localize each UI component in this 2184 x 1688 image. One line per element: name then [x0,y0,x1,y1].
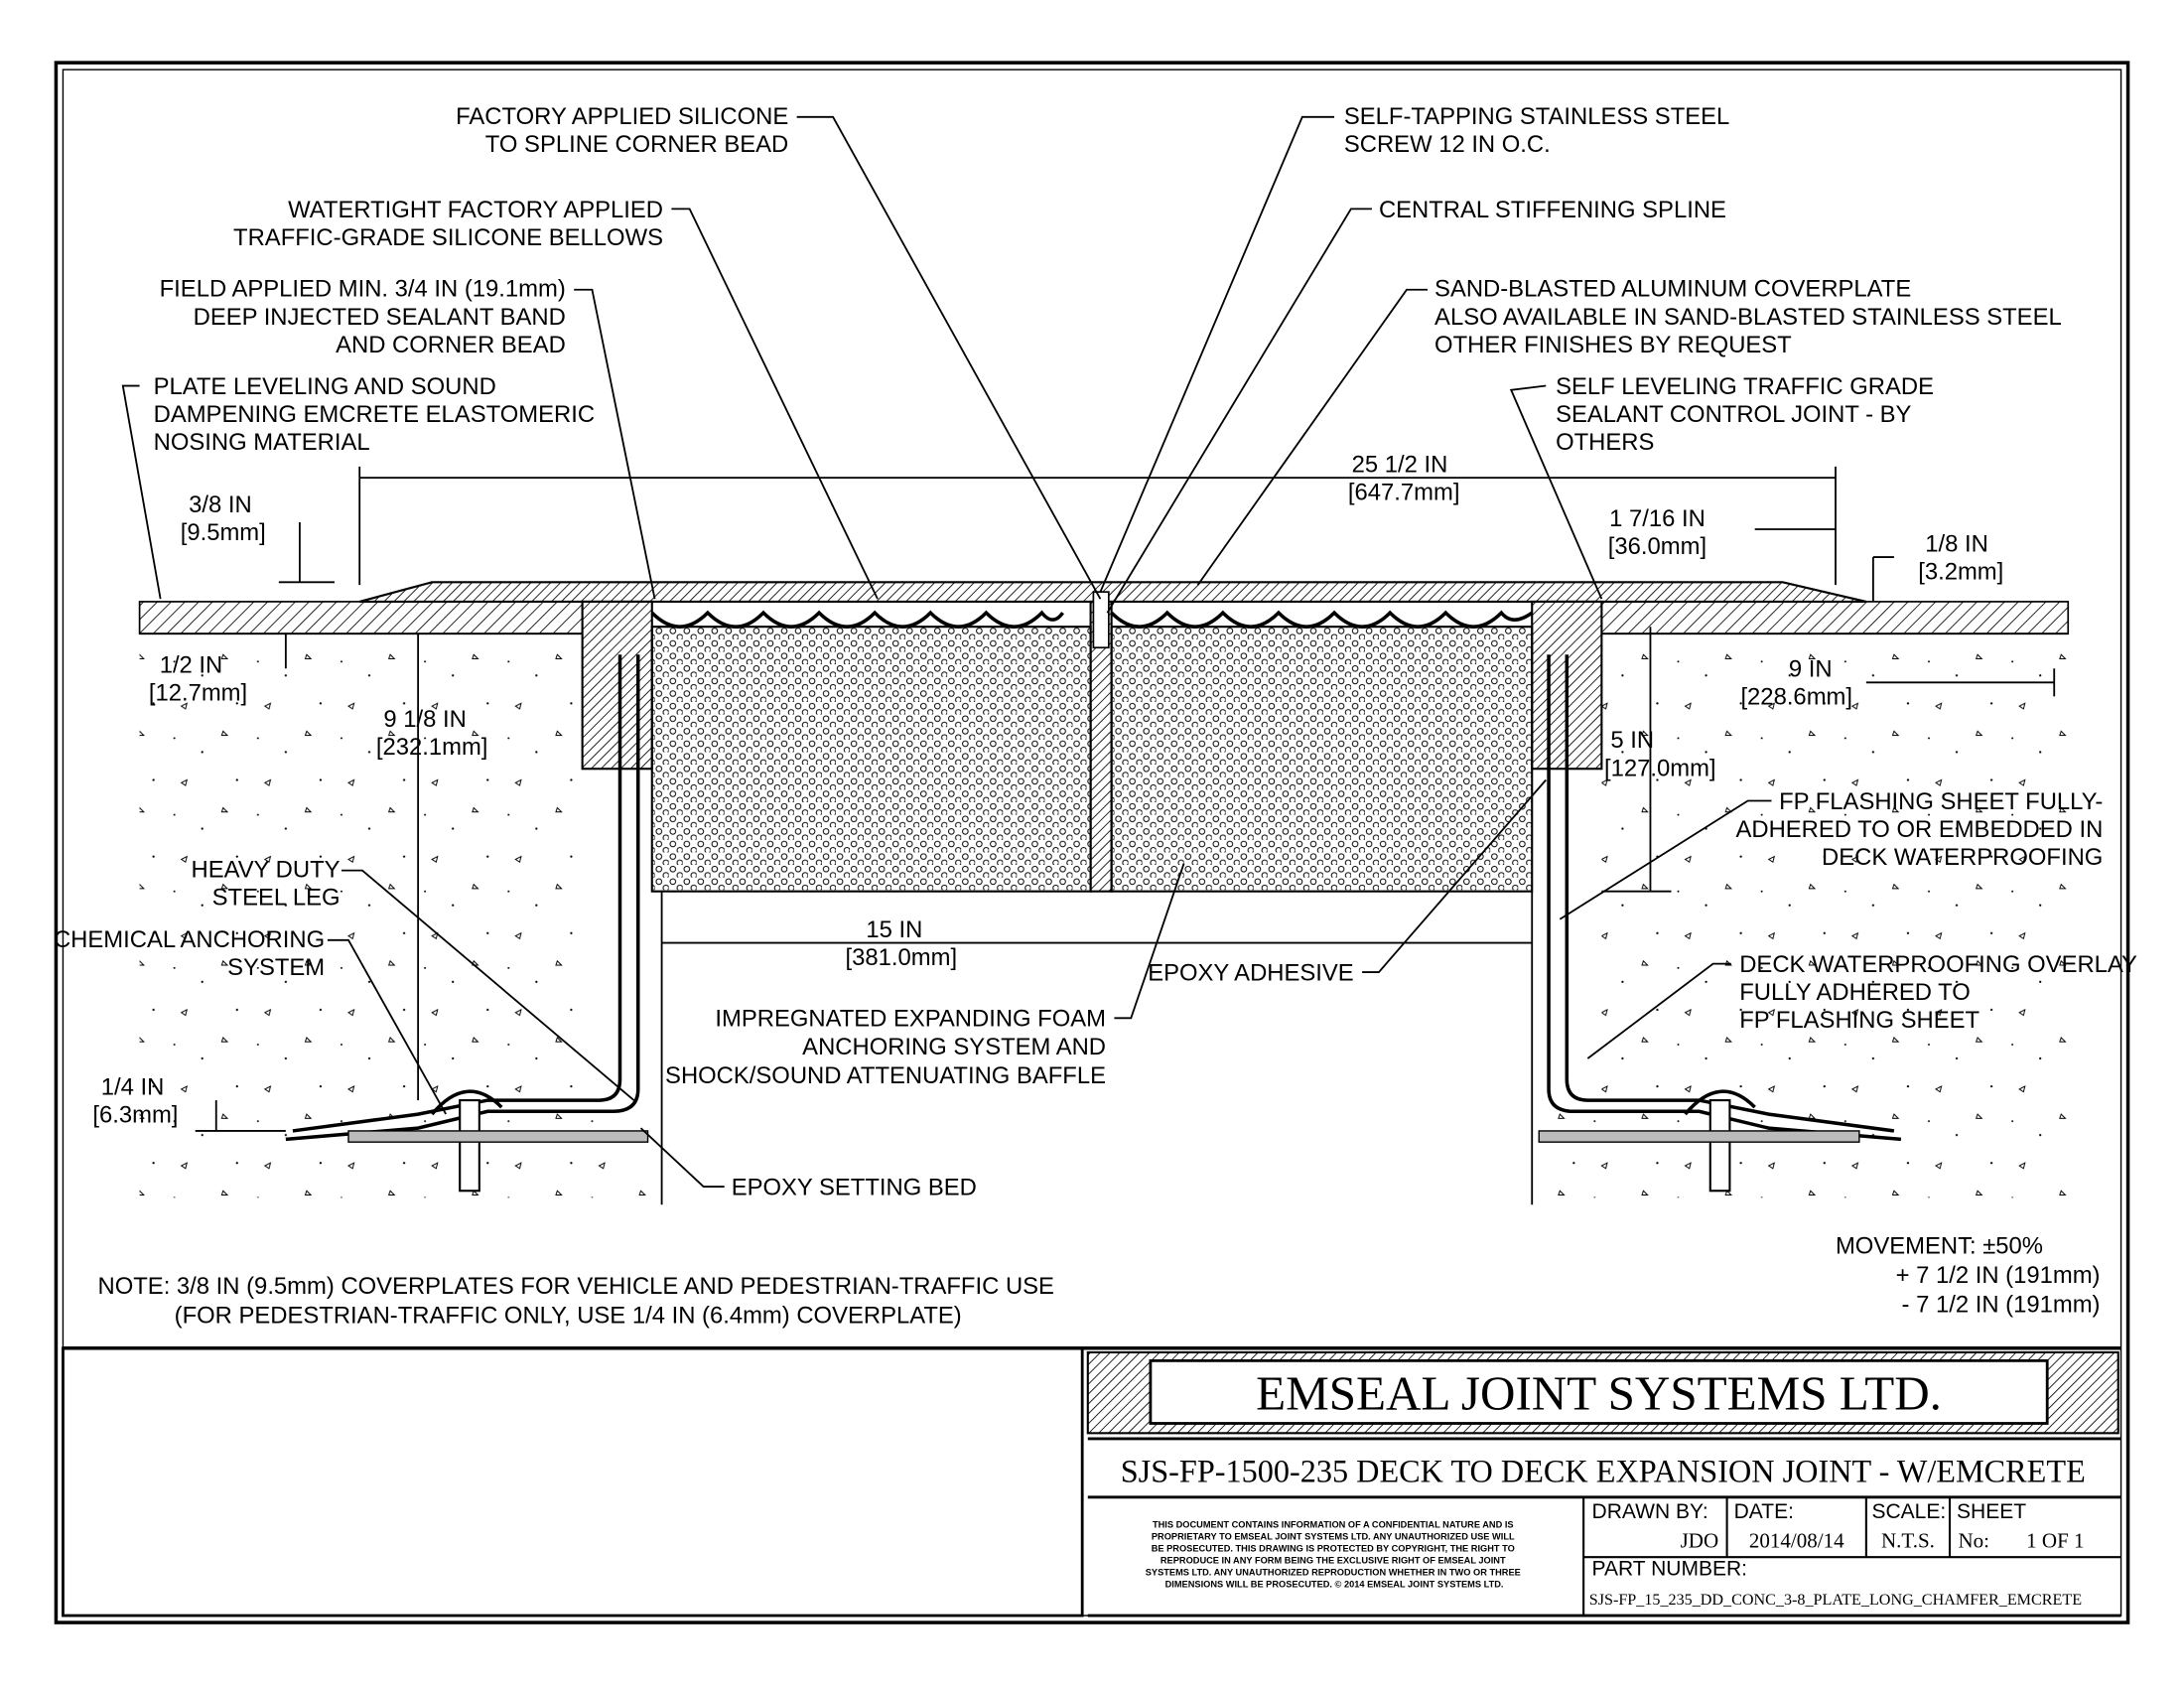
dim-gap: 15 IN[381.0mm] [846,916,958,971]
note-coverplates: NOTE: 3/8 IN (9.5mm) COVERPLATES FOR VEH… [98,1273,1054,1329]
leader-lines [121,115,1772,1188]
flashing-right [1547,654,1902,1142]
part-number-value: SJS-FP_15_235_DD_CONC_3-8_PLATE_LONG_CHA… [1589,1592,2082,1609]
anchor-cap-left [430,1089,503,1116]
dim-foam-depth: 5 IN[127.0mm] [1604,727,1716,781]
dim-chamfer: 1 7/16 IN[36.0mm] [1608,505,1706,560]
anchor-bolt-right [1708,1099,1731,1193]
epoxy-bed-left [347,1130,649,1143]
coverplate [358,581,1867,603]
sheet-value: 1 OF 1 [2026,1528,2084,1552]
emcrete-nosing-left [138,601,584,635]
dim-flange: 1/4 IN[6.3mm] [92,1073,178,1128]
screw [1092,591,1110,649]
emcrete-nosing-right [1600,601,2070,635]
label-field-applied-sealant: FIELD APPLIED MIN. 3/4 IN (19.1mm)DEEP I… [160,276,566,358]
movement-spec: MOVEMENT: ±50%+ 7 1/2 IN (191mm)- 7 1/2 … [1836,1232,2101,1318]
company-name: EMSEAL JOINT SYSTEMS LTD. [1256,1365,1942,1420]
epoxy-bed-right [1538,1130,1860,1143]
dim-overall: 25 1/2 IN[647.7mm] [1348,451,1460,505]
label-central-spline: CENTRAL STIFFENING SPLINE [1379,197,1726,223]
label-epoxy-adhesive: EPOXY ADHESIVE [1148,959,1353,986]
rail-left [581,600,653,771]
drawing-title: SJS-FP-1500-235 DECK TO DECK EXPANSION J… [1121,1453,2086,1488]
foam-block-right [1110,626,1534,893]
dim-depth: 9 1/8 IN[232.1mm] [376,706,488,761]
label-fp-flashing: FP FLASHING SHEET FULLY-ADHERED TO OR EM… [1735,788,2103,871]
sheet-label: SHEET [1957,1500,2026,1523]
silicone-bellows-left [650,610,1064,629]
dim-nosing: 1/2 IN[12.7mm] [149,651,247,706]
dimension-labels: 25 1/2 IN[647.7mm] 3/8 IN[9.5mm] 1 7/16 … [92,451,2003,1128]
scale-value: N.T.S. [1881,1528,1935,1552]
steel-leg-right [1565,654,1895,1133]
silicone-bellows-right [1110,610,1534,629]
label-epoxy-setting-bed: EPOXY SETTING BED [732,1174,977,1200]
anchor-cap-right [1684,1089,1756,1116]
dim-right-width: 9 IN[228.6mm] [1740,656,1852,711]
outer-border [54,61,2130,1624]
dim-plate-thickness: 3/8 IN[9.5mm] [181,492,266,546]
flashing-left [285,654,640,1142]
steel-leg-left [292,654,622,1133]
dimension-lines [195,466,2056,1132]
dim-chamfer-height: 1/8 IN[3.2mm] [1918,530,2003,585]
date-label: DATE: [1734,1500,1794,1523]
date-value: 2014/08/14 [1749,1528,1844,1552]
scale-label: SCALE: [1871,1500,1946,1523]
part-number-label: PART NUMBER: [1592,1557,1747,1580]
title-block: EMSEAL JOINT SYSTEMS LTD. SJS-FP-1500-23… [62,1346,2121,1618]
drawn-by-label: DRAWN BY: [1592,1500,1708,1523]
confidentiality-notice: THIS DOCUMENT CONTAINS INFORMATION OF A … [1146,1520,1524,1590]
anchor-bolt-left [459,1099,480,1193]
foam-block-left [650,626,1092,893]
drawn-by-value: JDO [1681,1528,1719,1552]
sheet-no-label: No: [1958,1528,1989,1552]
